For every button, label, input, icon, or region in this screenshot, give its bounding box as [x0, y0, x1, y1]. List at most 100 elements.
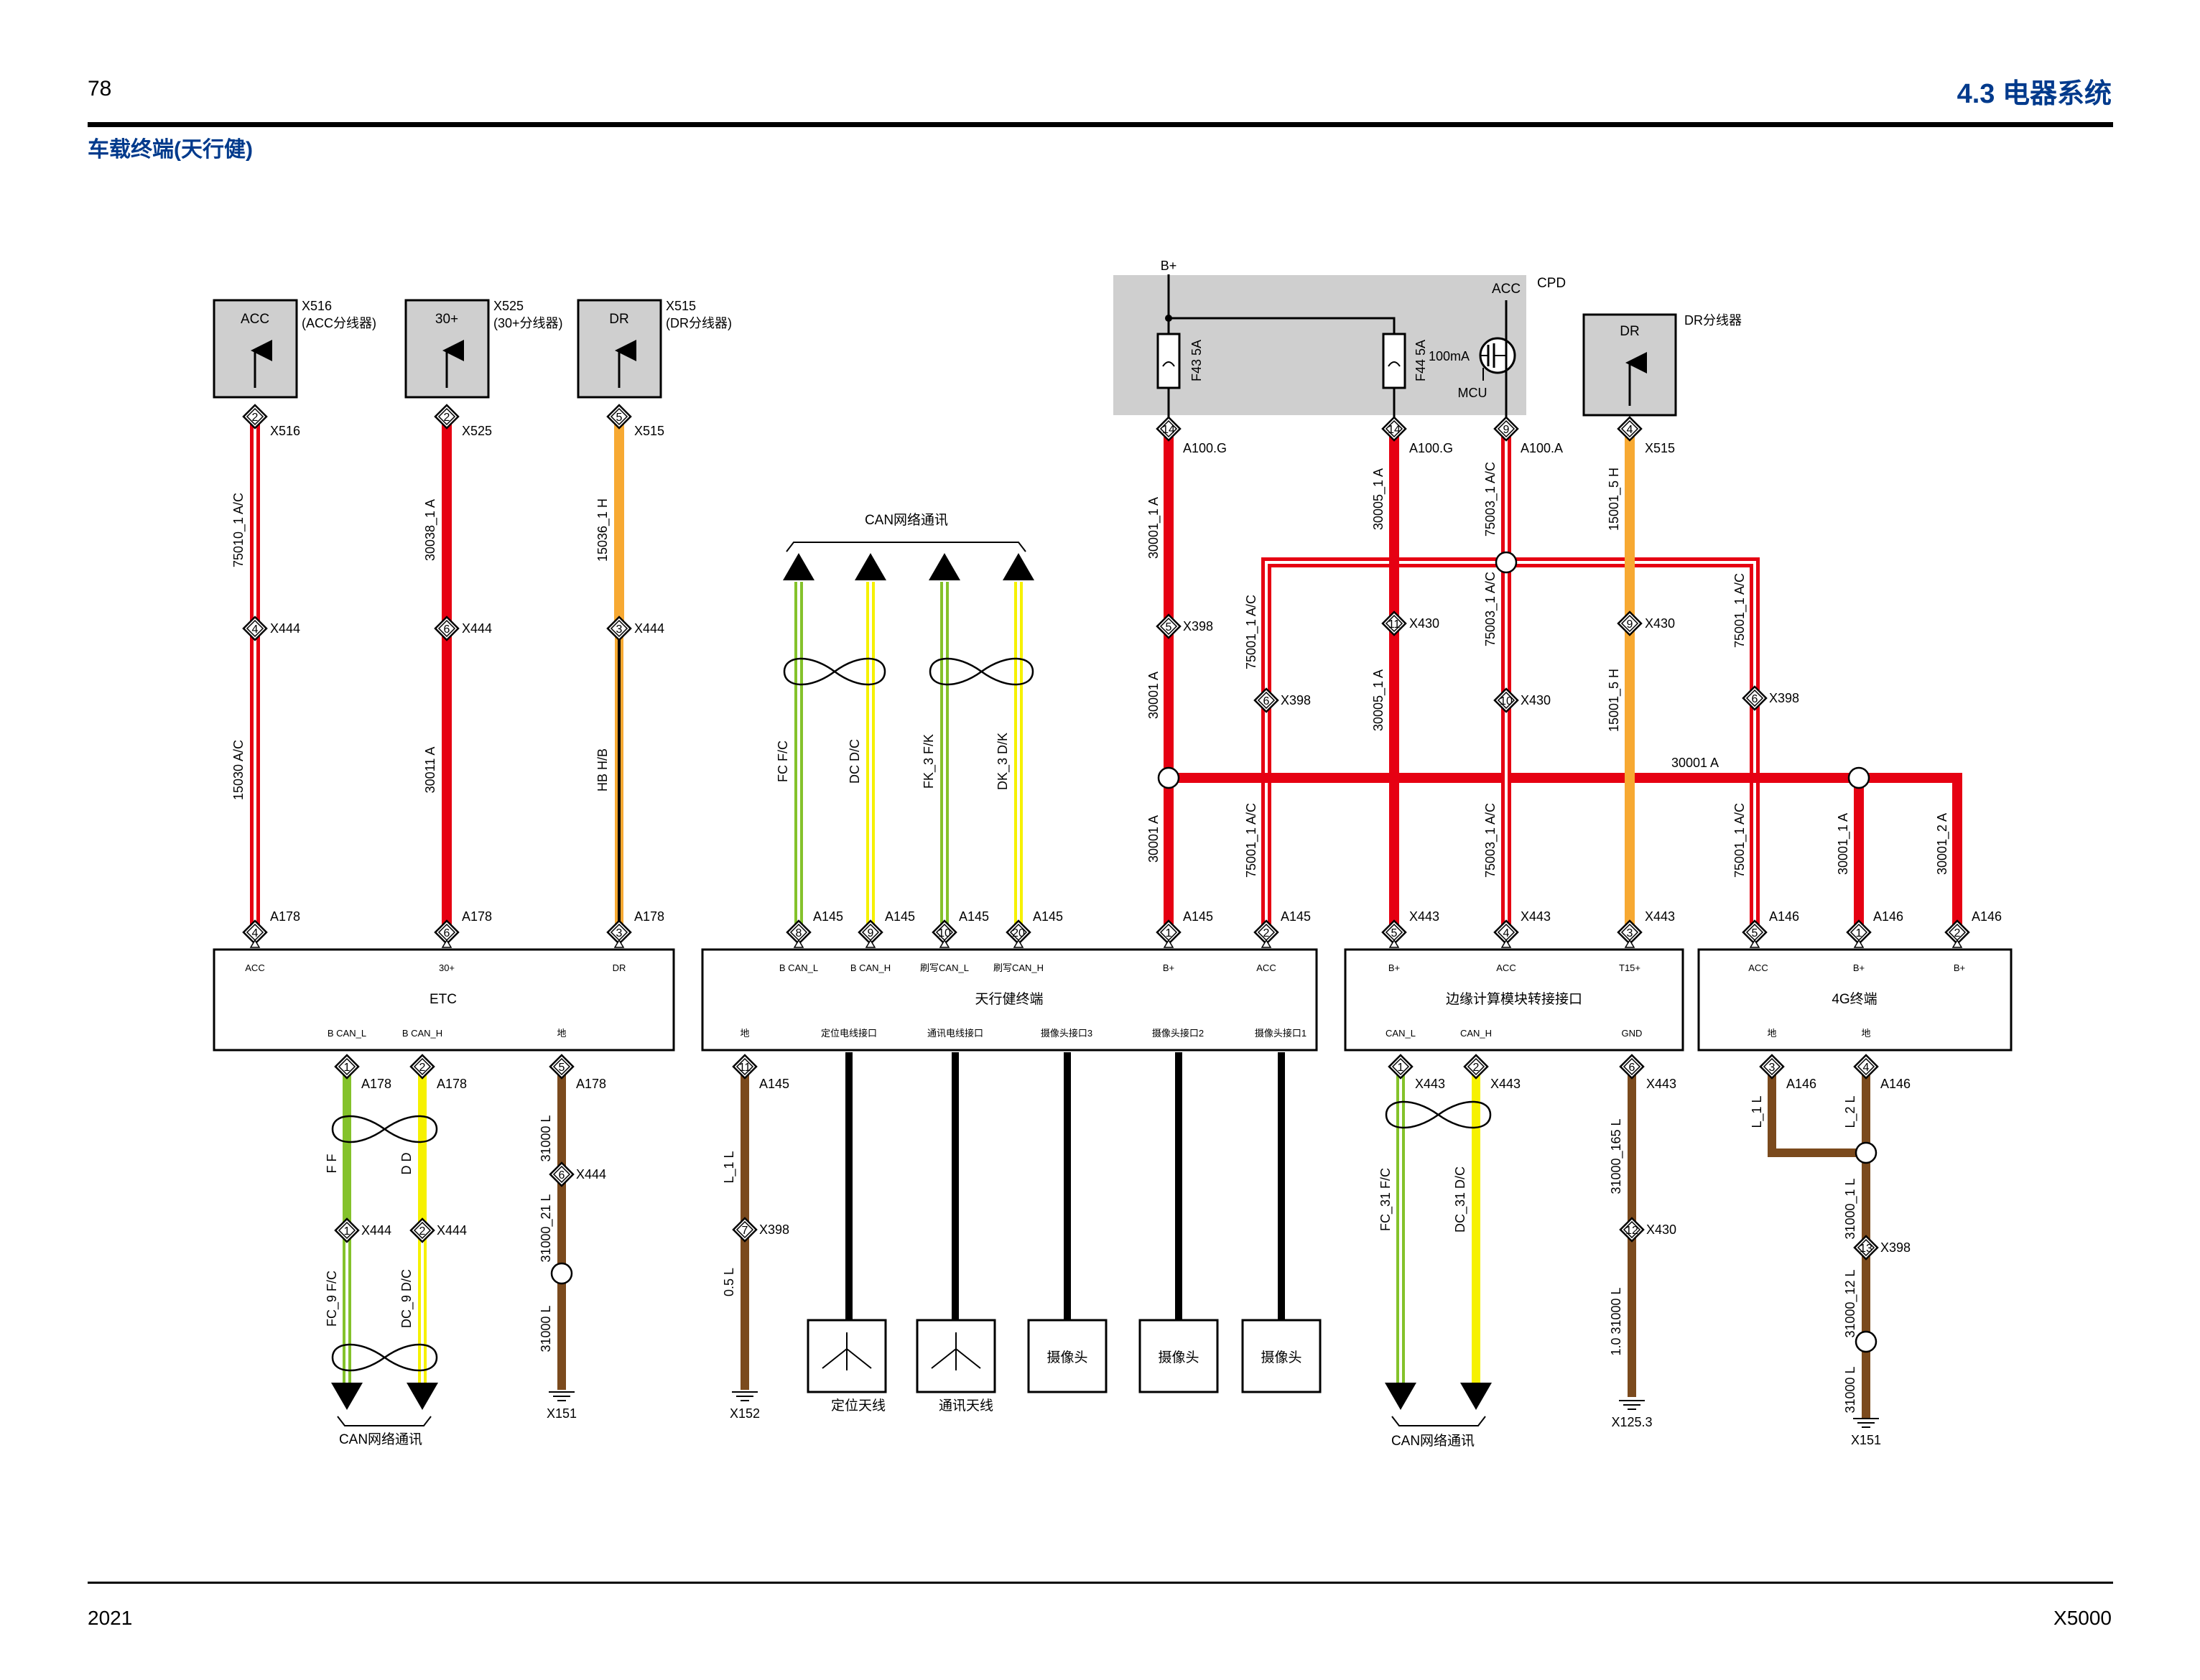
pin-a178-gnd-inner	[552, 1057, 571, 1076]
pin-a146-gnd-1-shape	[1759, 1054, 1785, 1080]
tri-4g-acc	[1749, 939, 1760, 948]
pin-a178-gnd-shape	[549, 1054, 575, 1080]
source-30plus-desc: (30+分线器)	[493, 316, 563, 330]
pin-a145-can-2-num: 10	[938, 927, 951, 939]
wire-label-l1: L_1 L	[722, 1151, 737, 1183]
pin-a100g-14: 14	[1381, 416, 1407, 442]
wire-label-can-1: DC D/C	[848, 739, 862, 784]
pin-x444-can-l-num: 1	[344, 1225, 351, 1238]
camera-3-label: 摄像头	[1046, 1350, 1087, 1365]
pin-x430-30005-num: 11	[1388, 618, 1401, 631]
conn-x443-t15: X443	[1645, 909, 1675, 924]
conn-x443-can-l: X443	[1415, 1077, 1445, 1091]
module-edge-name: 边缘计算模块转接接口	[1446, 991, 1582, 1007]
pin-a146-gnd-2: 4	[1853, 1054, 1879, 1080]
twist-etc	[331, 1115, 438, 1143]
pin-x444-can-l-shape	[334, 1217, 360, 1243]
pin-x430-15001-shape	[1617, 611, 1643, 636]
pin-x443-can-l: 1	[1388, 1054, 1414, 1080]
wire-label-can-3: DK_3 D/K	[995, 733, 1011, 790]
wire-label-30001-2: 30001_2 A	[1935, 813, 1950, 875]
etc-pin-dr: DR	[613, 962, 626, 973]
wire-label-75001-a: 75001_1 A/C	[1244, 595, 1259, 669]
pin-a100a-9-inner	[1497, 419, 1516, 438]
pin-a178-gnd: 5	[549, 1054, 575, 1080]
conn-x430-30005: X430	[1409, 616, 1439, 631]
pin-x444-acc-inner	[246, 619, 264, 638]
edge-pin-bplus: B+	[1388, 962, 1400, 973]
txj-pin-cam1: 摄像头接口1	[1255, 1028, 1306, 1039]
pin-x444-acc-shape	[242, 616, 268, 641]
pin-x443-can-h: 2	[1463, 1054, 1489, 1080]
can-arrow-up-1	[855, 553, 886, 580]
wire-label-dc31: DC_31 D/C	[1453, 1166, 1468, 1233]
wire-label-05l: 0.5 L	[722, 1268, 736, 1296]
wire-label-30005-b: 30005_1 A	[1371, 669, 1386, 731]
can-arrow-up-2	[929, 553, 960, 580]
conn-a146-gnd-1: A146	[1786, 1077, 1816, 1091]
pin-a178-can-l-inner	[338, 1057, 356, 1076]
wire-label-31000-165: 31000_165 L	[1609, 1118, 1624, 1194]
source-acc-desc: (ACC分线器)	[302, 316, 376, 330]
pin-x444-gnd-shape	[549, 1161, 575, 1187]
pin-a146-acc-num: 5	[1752, 927, 1758, 939]
pin-x443-can-h-shape	[1463, 1054, 1489, 1080]
wire-label-30038: 30038_1 A	[423, 499, 438, 561]
pin-x516-shape	[242, 404, 268, 430]
pin-x398-gnd: 7	[732, 1217, 758, 1243]
tri-4g-bplus-2	[1951, 939, 1963, 948]
wire-label-31000-21: 31000_21 L	[539, 1194, 554, 1262]
wire-label-30011: 30011 A	[423, 747, 437, 794]
pin-x430-75003: 10	[1493, 687, 1519, 713]
camera-2: 摄像头	[1138, 1319, 1219, 1393]
etc-pin-can-h: B CAN_H	[402, 1028, 442, 1039]
pin-x444-can-l-inner	[338, 1221, 356, 1240]
wire-label-can-2: FK_3 F/K	[922, 734, 937, 789]
conn-x443-acc: X443	[1521, 909, 1551, 924]
can-arrow-up-3	[1003, 553, 1034, 580]
can-bus-top: CAN网络通讯	[786, 512, 1026, 552]
pin-x398-30001-inner	[1159, 617, 1178, 636]
pin-x443-gnd-num: 6	[1629, 1062, 1635, 1074]
footer-model: X5000	[2053, 1607, 2112, 1629]
pin-x443-can-h-inner	[1467, 1057, 1485, 1076]
can-arrow-edge-l	[1385, 1383, 1416, 1410]
pin-a178-can-h-num: 2	[419, 1062, 426, 1074]
module-4g-name: 4G终端	[1832, 991, 1877, 1007]
pin-a178-can-l: 1	[334, 1054, 360, 1080]
pin-x443-gnd: 6	[1619, 1054, 1645, 1080]
footer-year: 2021	[88, 1607, 132, 1629]
pin-x443-gnd-inner	[1623, 1057, 1641, 1076]
pin-x525-inner	[437, 407, 456, 426]
pin-x443-acc-num: 4	[1503, 927, 1510, 939]
pin-x443-gnd-shape	[1619, 1054, 1645, 1080]
conn-a178-can-h: A178	[437, 1077, 467, 1091]
pin-a145-gnd: 11	[732, 1054, 758, 1080]
twist-txj-2	[929, 657, 1034, 686]
conn-a145-bplus: A145	[1183, 909, 1213, 924]
pin-a145-can-0-num: 8	[796, 927, 802, 939]
conn-a146-bplus-1: A146	[1873, 909, 1903, 924]
pin-x430-75003-shape	[1493, 687, 1519, 713]
pin-a146-gnd-1: 3	[1759, 1054, 1785, 1080]
pin-x398-gnd-shape	[732, 1217, 758, 1243]
cpd-box: B+ F43 5A F44 5A ACC CPD 100mA MCU	[1113, 259, 1566, 425]
wire-label-31000-4g: 31000 L	[1843, 1366, 1857, 1413]
pin-x430-75003-num: 10	[1500, 695, 1513, 707]
module-tianxingjian: 天行健终端 B CAN_L B CAN_H 刷写CAN_L 刷写CAN_H B+…	[701, 948, 1318, 1052]
cpd-acc: ACC	[1492, 282, 1521, 297]
pin-a100a-9-shape	[1493, 416, 1519, 442]
tri-txj-can-0	[793, 939, 804, 948]
txj-pin-gnd: 地	[740, 1028, 749, 1039]
txj-pin-flash-can-h: 刷写CAN_H	[993, 962, 1044, 973]
tri-txj-can-2	[939, 939, 950, 948]
wire-label-dc9: DC_9 D/C	[399, 1269, 414, 1328]
tri-edge-bplus	[1388, 939, 1400, 948]
ground-x125-3-label: X125.3	[1611, 1415, 1652, 1429]
can-bracket-etc	[337, 1416, 432, 1426]
source-30plus: 30+ X525 (30+分线器)	[404, 299, 563, 399]
wire-label-15001-b: 15001_5 H	[1607, 669, 1622, 732]
conn-a146-bplus-2: A146	[1972, 909, 2002, 924]
source-30plus-connector: X525	[493, 299, 524, 313]
pin-a178-30-num: 6	[444, 927, 450, 939]
